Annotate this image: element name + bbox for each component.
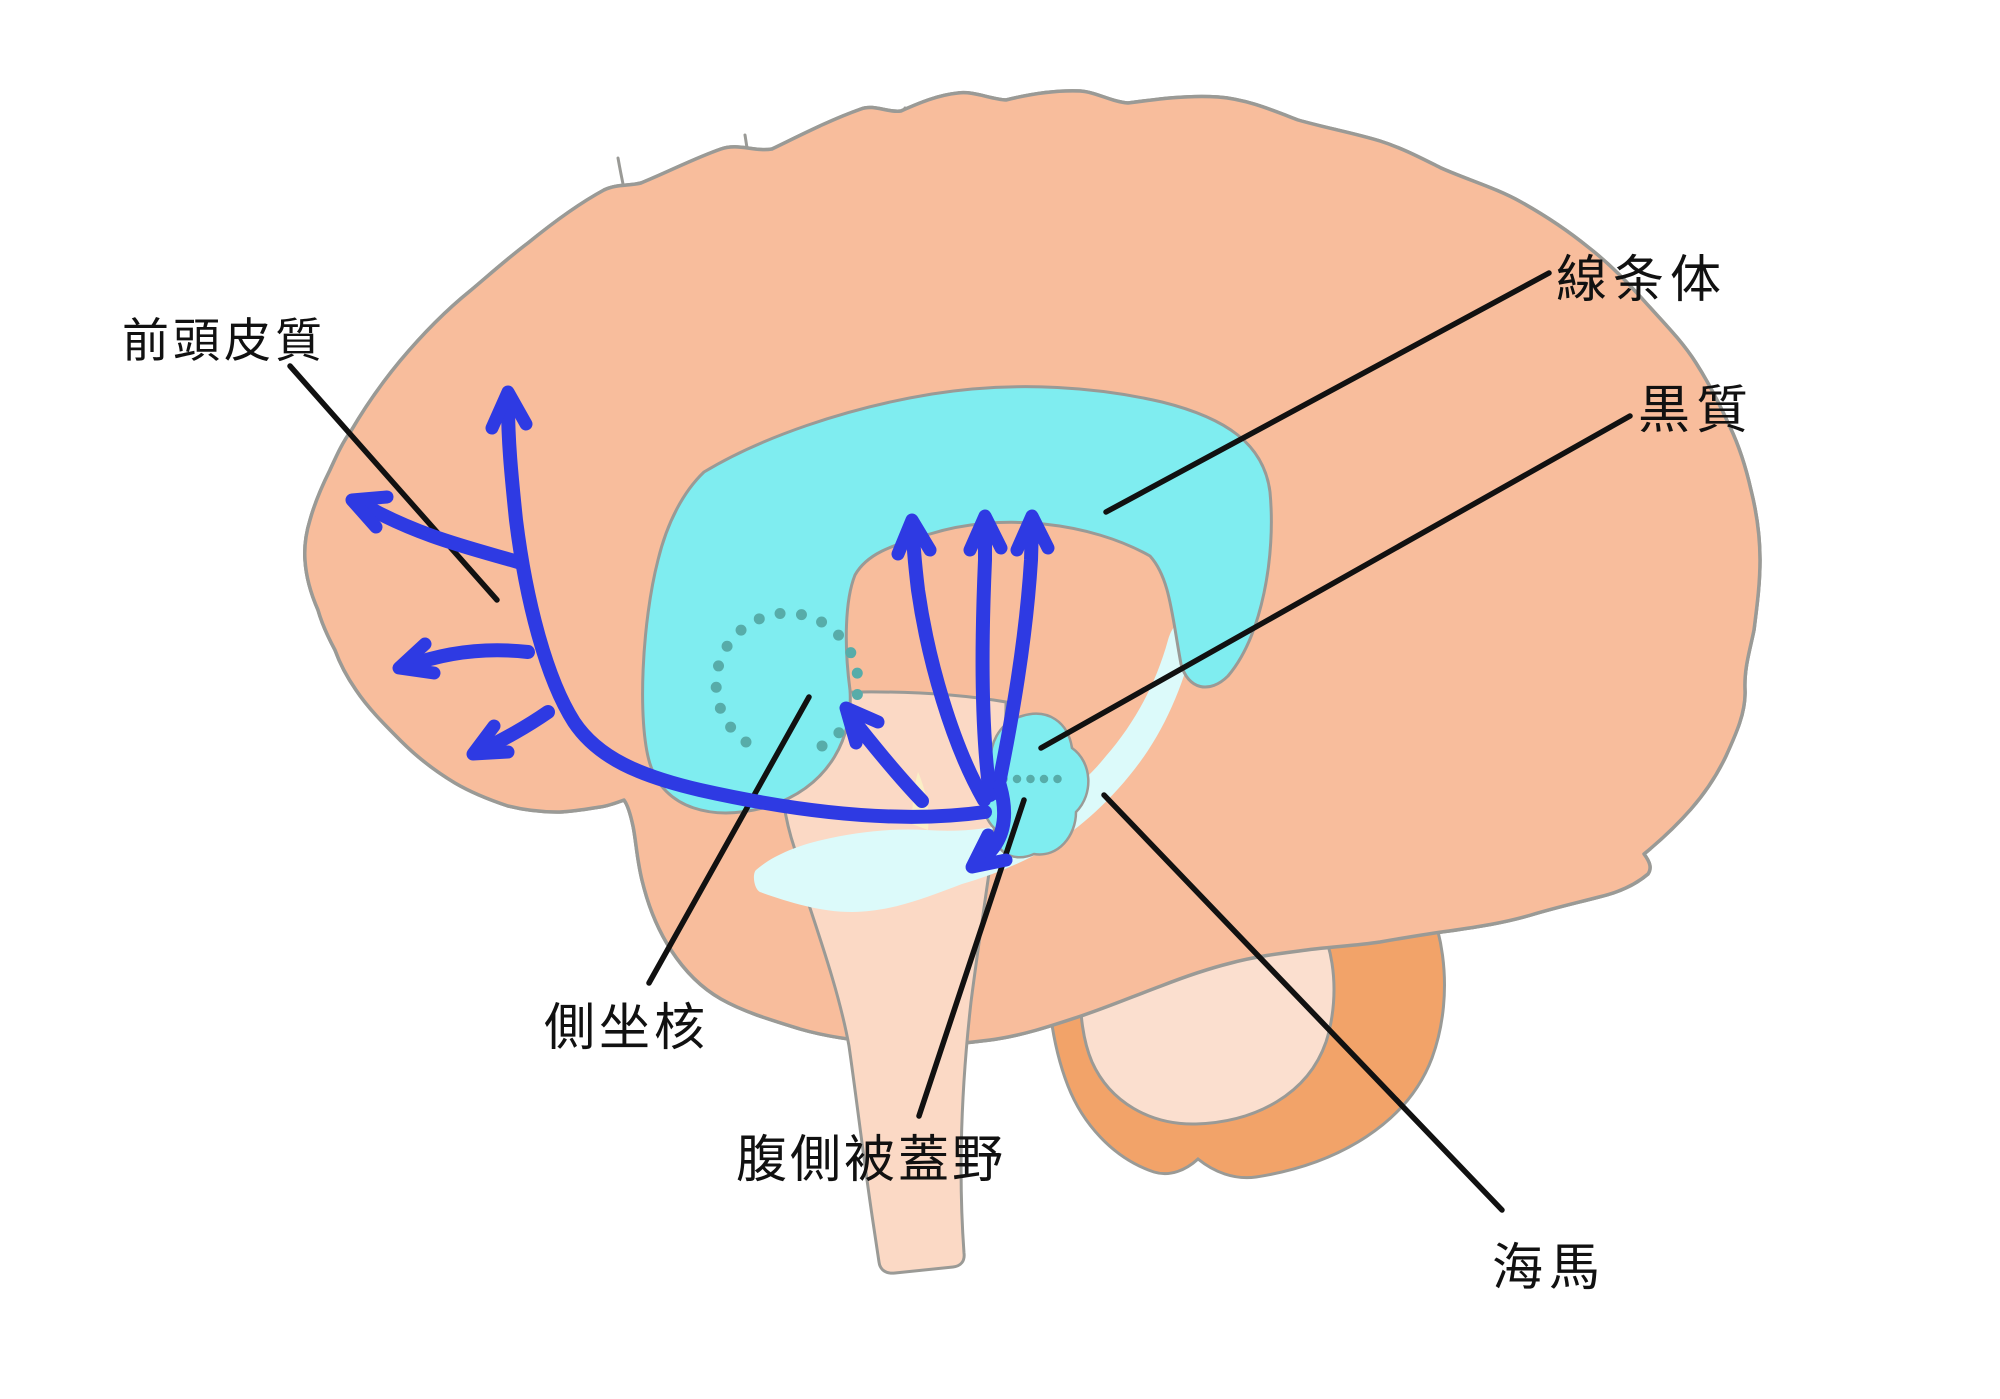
pathway-mesocortical-trunk <box>501 397 992 824</box>
arrowhead-branch-lower <box>466 719 515 761</box>
label-nucleus-accumbens: 側坐核 <box>544 999 710 1056</box>
pathway-branch-upper-left <box>355 497 525 569</box>
pathway-nigrostriatal-middle <box>975 518 997 802</box>
hippocampus-band <box>753 619 1197 912</box>
leader-nucleus-accumbens <box>646 694 812 986</box>
arrowhead-striatum-c <box>1010 509 1055 557</box>
arrowhead-accumbens <box>839 701 885 750</box>
arrowhead-branch-upper <box>345 490 394 534</box>
arrowhead-frontal-top <box>485 385 533 435</box>
leader-hippocampus <box>1101 792 1505 1213</box>
pathway-descending <box>971 779 1012 869</box>
leader-striatum <box>1103 270 1552 515</box>
arrowhead-descending <box>965 828 1013 874</box>
arrowheads <box>345 385 1055 874</box>
label-ventral-tegmental-area: 腹側被蓋野 <box>736 1131 1007 1188</box>
pathway-nigrostriatal-right <box>990 518 1039 800</box>
label-hippocampus: 海馬 <box>1492 1239 1607 1296</box>
leader-prefrontal-cortex <box>287 363 500 603</box>
arrowhead-striatum-a <box>891 513 937 561</box>
pathway-nigrostriatal-left <box>906 521 991 807</box>
arrowhead-branch-mid <box>392 637 441 680</box>
pathway-branch-mid-left <box>401 643 535 673</box>
leader-lines <box>287 270 1633 1213</box>
arrowhead-striatum-b <box>963 509 1008 557</box>
leader-substantia-nigra <box>1038 413 1633 751</box>
label-prefrontal-cortex: 前頭皮質 <box>122 314 326 367</box>
label-substantia-nigra: 黒質 <box>1638 382 1755 440</box>
leader-ventral-tegmental-area <box>916 797 1027 1119</box>
label-striatum: 線条体 <box>1556 251 1728 308</box>
